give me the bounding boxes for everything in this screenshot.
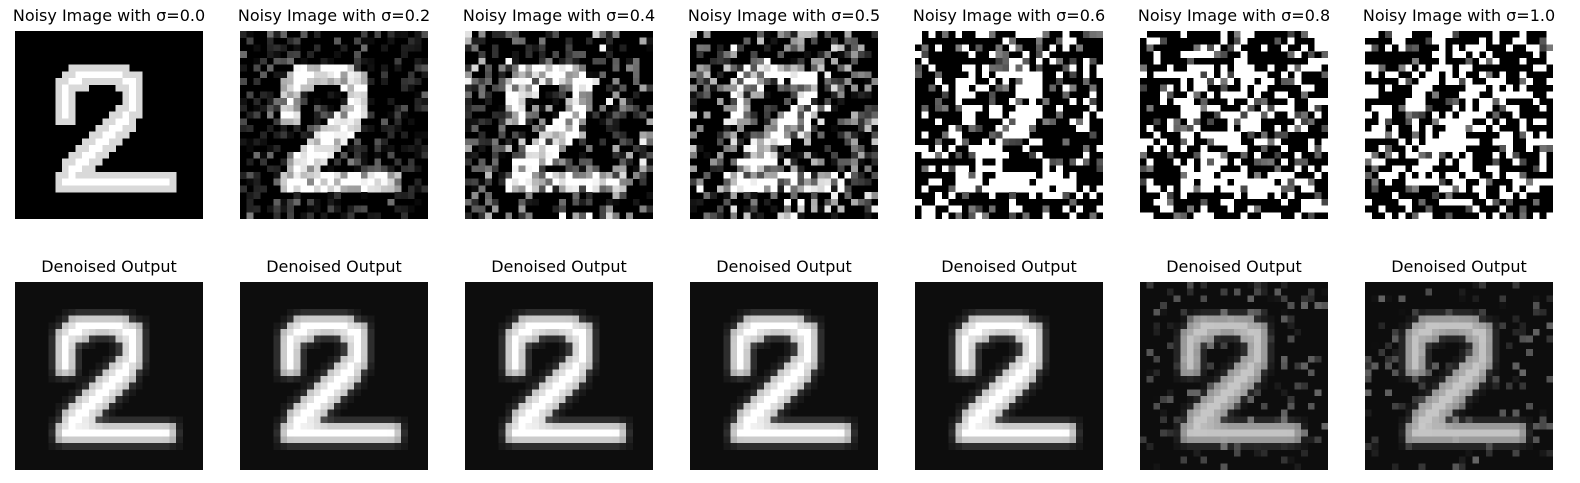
panel-title: Denoised Output [716,257,852,276]
noisy-image-sigma-0.6 [915,31,1103,219]
noisy-image-sigma-0.2 [240,31,428,219]
pixel-grid-denoised-4 [915,282,1103,470]
denoised-image-0 [15,282,203,470]
panel-title: Noisy Image with σ=0.0 [12,6,206,25]
panel-title: Denoised Output [1391,257,1527,276]
pixel-grid-noisy-2 [465,31,653,219]
panel-title: Noisy Image with σ=0.4 [462,6,656,25]
noisy-image-sigma-0.8 [1140,31,1328,219]
pixel-grid-denoised-0 [15,282,203,470]
pixel-grid-noisy-0 [55,64,177,193]
pixel-grid-denoised-5 [1140,282,1328,470]
panel-title: Denoised Output [41,257,177,276]
noisy-image-sigma-0.5 [690,31,878,219]
pixel-grid-noisy-1 [240,31,428,219]
pixel-grid-noisy-3 [690,31,878,219]
panel-title: Noisy Image with σ=0.2 [237,6,431,25]
noisy-image-sigma-1.0 [1365,31,1553,219]
denoised-image-1 [240,282,428,470]
panel-title: Denoised Output [491,257,627,276]
pixel-grid-noisy-4 [915,31,1103,219]
panel-title: Noisy Image with σ=0.8 [1137,6,1331,25]
pixel-grid-denoised-3 [690,282,878,470]
panel-title: Denoised Output [941,257,1077,276]
denoised-image-5 [1140,282,1328,470]
denoised-image-4 [915,282,1103,470]
denoised-image-2 [465,282,653,470]
denoised-image-3 [690,282,878,470]
panel-title: Noisy Image with σ=1.0 [1362,6,1556,25]
noisy-image-sigma-0.4 [465,31,653,219]
panel-title: Noisy Image with σ=0.5 [687,6,881,25]
noisy-image-sigma-0.0 [15,31,203,219]
panel-title: Denoised Output [266,257,402,276]
pixel-grid-denoised-1 [240,282,428,470]
pixel-grid-noisy-6 [1365,31,1553,219]
denoised-image-6 [1365,282,1553,470]
panel-title: Noisy Image with σ=0.6 [912,6,1106,25]
pixel-grid-denoised-2 [465,282,653,470]
pixel-grid-noisy-5 [1140,31,1328,219]
panel-title: Denoised Output [1166,257,1302,276]
pixel-grid-denoised-6 [1365,282,1553,470]
